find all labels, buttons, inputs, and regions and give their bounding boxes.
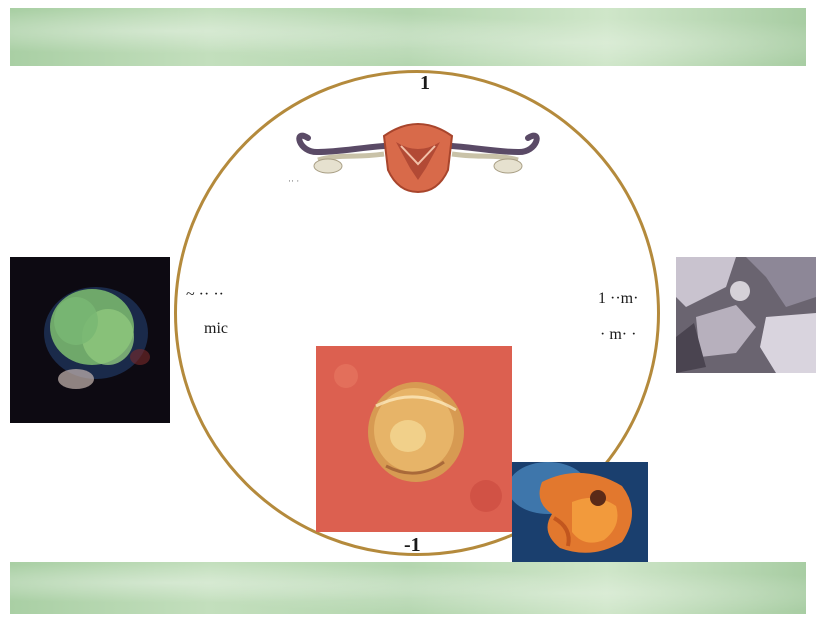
right-label-line-1: 1 ··m· — [598, 290, 638, 308]
bottom-decorative-band — [10, 562, 806, 614]
embryo-photo — [512, 462, 648, 562]
tissue-micrograph-photo — [676, 257, 816, 373]
two-cell-embryo-photo — [10, 257, 170, 423]
circle-top-mark: 1 — [420, 72, 430, 95]
blastocyst-photo — [316, 346, 512, 532]
top-decorative-band — [10, 8, 806, 66]
circle-bottom-mark: -1 — [404, 534, 421, 557]
right-label-line-2: · m· · — [600, 326, 636, 344]
left-label-line-1: ~ ·· ·· — [186, 286, 224, 304]
uterus-diagram-icon — [288, 108, 548, 194]
diagram-caption: ·· · — [288, 176, 299, 186]
left-label-line-2: mic — [204, 320, 228, 338]
